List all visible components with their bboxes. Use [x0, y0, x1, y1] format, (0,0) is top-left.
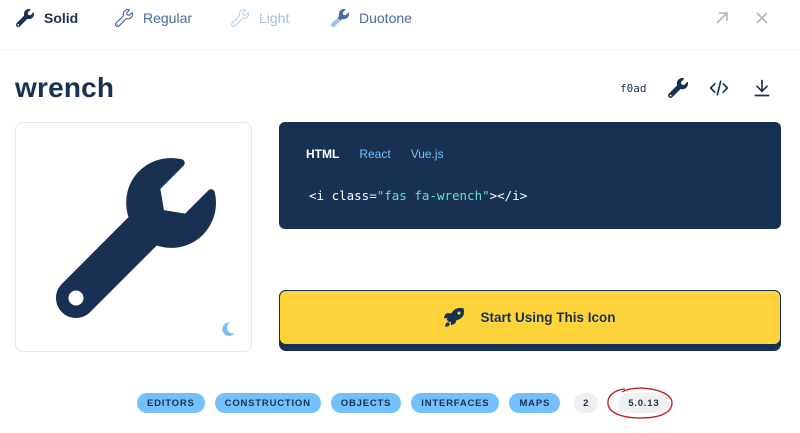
tab-light-label: Light	[259, 10, 290, 26]
tag-construction[interactable]: CONSTRUCTION	[214, 393, 321, 413]
tag-maps[interactable]: MAPS	[509, 393, 561, 413]
code-snippet[interactable]: <i class="fas fa-wrench"></i>	[309, 188, 527, 203]
wrench-solid-icon	[16, 9, 34, 27]
snippet-close: ></i>	[489, 188, 528, 203]
wrench-glyph-icon	[668, 78, 688, 98]
start-using-label: Start Using This Icon	[480, 310, 616, 325]
wrench-duotone-icon	[331, 9, 349, 27]
wrench-regular-icon	[115, 9, 133, 27]
icon-name-title: wrench	[15, 72, 115, 103]
code-language-tabs: HTML React Vue.js	[306, 147, 444, 161]
download-icon	[754, 79, 770, 97]
code-icon	[709, 80, 729, 96]
snippet-class-value: "fas fa-wrench"	[376, 188, 490, 203]
wrench-light-icon	[231, 9, 249, 27]
tab-vuejs[interactable]: Vue.js	[410, 147, 444, 161]
copy-glyph-button[interactable]	[666, 76, 690, 100]
copy-code-button[interactable]	[707, 76, 731, 100]
rocket-icon	[444, 307, 465, 327]
tag-interfaces[interactable]: INTERFACES	[411, 393, 500, 413]
tab-solid-label: Solid	[44, 10, 79, 26]
close-icon	[756, 12, 768, 24]
tag-editors[interactable]: EDITORS	[137, 393, 205, 413]
icon-preview	[15, 122, 252, 352]
start-using-button[interactable]: Start Using This Icon	[279, 290, 781, 351]
tab-duotone[interactable]: Duotone	[331, 0, 412, 36]
tab-light[interactable]: Light	[231, 0, 289, 36]
style-tab-bar: Solid Regular Light Duotone	[0, 0, 800, 50]
wrench-preview-icon	[56, 157, 216, 319]
tag-objects[interactable]: OBJECTS	[330, 393, 402, 413]
version-count-badge[interactable]: 2	[574, 393, 599, 413]
tab-react[interactable]: React	[359, 147, 391, 161]
version-badge[interactable]: 5.0.13	[618, 393, 670, 413]
tab-html[interactable]: HTML	[306, 147, 340, 161]
snippet-open: <i class=	[309, 188, 377, 203]
moon-icon[interactable]	[220, 321, 236, 337]
unicode-value[interactable]: f0ad	[620, 82, 647, 95]
tab-solid[interactable]: Solid	[16, 0, 78, 36]
arrow-up-right-icon	[716, 12, 728, 24]
expand-button[interactable]	[712, 8, 732, 28]
version-badge-wrap: 5.0.13	[607, 387, 673, 419]
code-snippet-card: HTML React Vue.js <i class="fas fa-wrenc…	[279, 122, 781, 229]
tab-duotone-label: Duotone	[359, 10, 412, 26]
download-button[interactable]	[750, 76, 774, 100]
tab-regular-label: Regular	[143, 10, 193, 26]
tab-regular[interactable]: Regular	[115, 0, 192, 36]
start-using-button-face: Start Using This Icon	[279, 290, 781, 345]
close-button[interactable]	[752, 8, 772, 28]
category-tags: EDITORS CONSTRUCTION OBJECTS INTERFACES …	[137, 387, 673, 419]
